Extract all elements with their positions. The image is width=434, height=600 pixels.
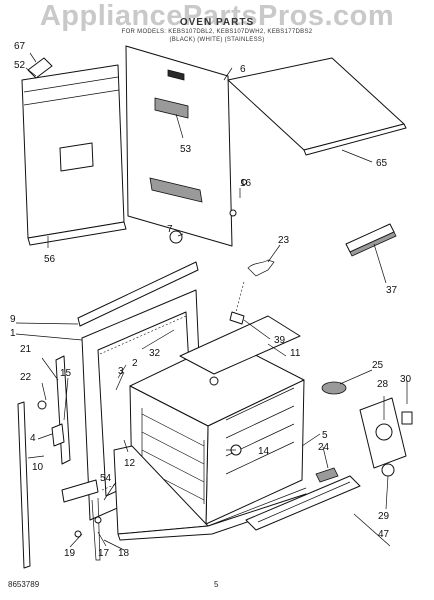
page-title: OVEN PARTS [179,17,255,28]
callout-17: 17 [98,548,110,559]
callout-25: 25 [372,360,384,371]
callout-6: 6 [240,64,246,75]
callout-9: 9 [10,314,16,325]
callout-21: 21 [20,344,32,355]
callout-67: 67 [14,41,26,52]
callout-18: 18 [118,548,130,559]
callout-22: 22 [20,372,32,383]
callout-2: 2 [132,358,138,369]
callout-28: 28 [377,379,389,390]
top-sheet [227,57,407,156]
watermark: AppliancePartsPros.com [39,0,395,32]
callout-19: 19 [64,548,76,559]
callout-24: 24 [318,442,330,453]
hinge-assembly [17,355,102,569]
callout-30: 30 [400,374,412,385]
callout-12: 12 [124,458,136,469]
callout-23: 23 [278,235,290,246]
callout-4: 4 [30,433,36,444]
bracket-67 [27,57,53,79]
callout-54: 54 [100,473,112,484]
callout-56: 56 [44,254,56,265]
callout-10: 10 [32,462,44,473]
callout-52: 52 [14,60,26,71]
callout-labels: 67 52 6 65 53 16 56 7 23 37 9 1 39 32 11… [10,41,412,559]
rear-panel [21,57,127,246]
callout-32: 32 [149,348,161,359]
callout-53: 53 [180,144,192,155]
bottom-tray [113,445,313,541]
callout-14: 14 [258,446,270,457]
top-panel [125,45,247,247]
callout-11: 11 [290,348,301,359]
callout-37: 37 [386,285,398,296]
figure-code: 8653789 [8,580,40,589]
leader-lines [15,52,408,551]
callout-47: 47 [378,529,390,540]
callout-7: 7 [167,224,173,235]
callout-3: 3 [118,366,124,377]
callout-15: 15 [60,368,72,379]
page-number: 5 [214,580,219,589]
callout-16: 16 [240,178,252,189]
right-components [315,381,413,483]
callout-39: 39 [274,335,286,346]
side-rail [345,223,397,257]
callout-65: 65 [376,158,388,169]
sensor-probe [229,259,275,325]
callout-1: 1 [10,328,16,339]
vent-grille [245,475,361,531]
callout-29: 29 [378,511,390,522]
callout-5: 5 [322,430,328,441]
models-line: FOR MODELS: KEBS107DBL2, KEBS107DWH2, KE… [121,29,313,35]
colors-line: (BLACK) (WHITE) (STAINLESS) [169,37,265,43]
